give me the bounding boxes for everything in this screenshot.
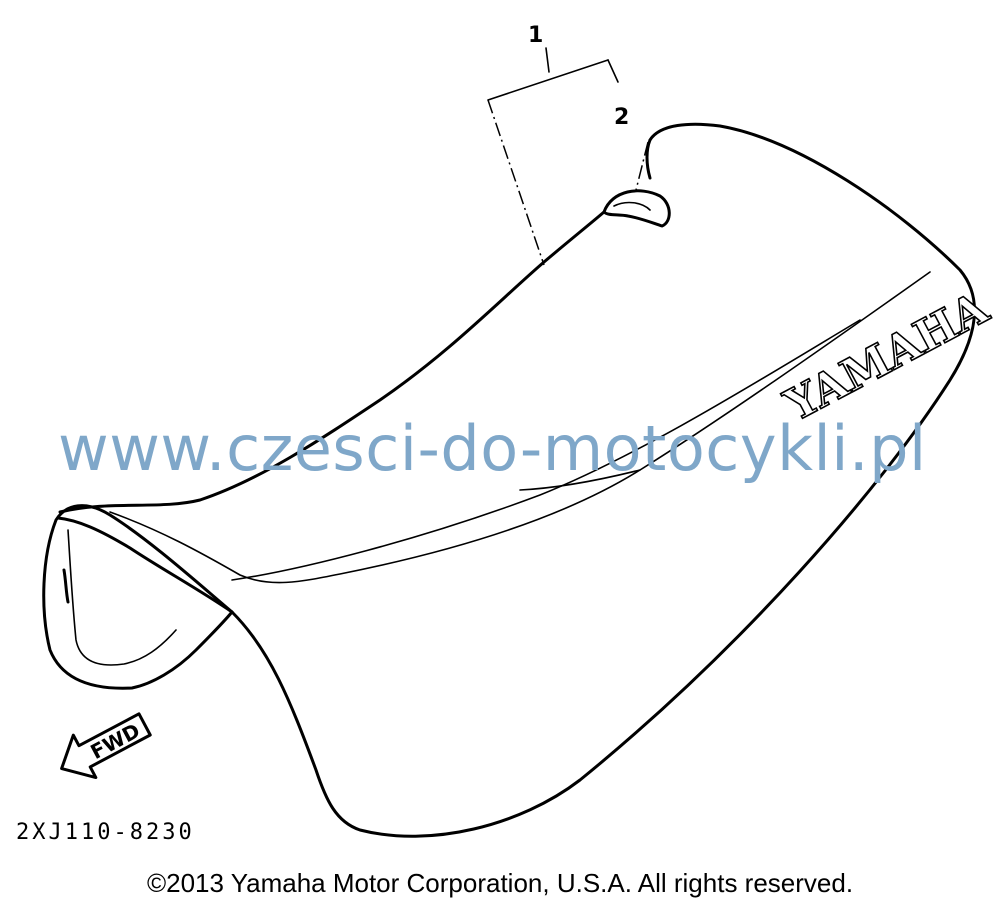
diagram-code: 2XJ110-8230 <box>16 820 195 845</box>
seat-strap <box>602 189 671 228</box>
callout-1: 1 <box>528 23 543 48</box>
callout-2: 2 <box>614 105 629 130</box>
copyright-notice: ©2013 Yamaha Motor Corporation, U.S.A. A… <box>146 868 854 898</box>
callout-1-leader <box>487 47 619 266</box>
watermark-url: www.czesci-do-motocykli.pl <box>58 412 927 485</box>
fwd-arrow-icon: FWD <box>60 712 152 780</box>
seat-outline <box>42 122 976 838</box>
